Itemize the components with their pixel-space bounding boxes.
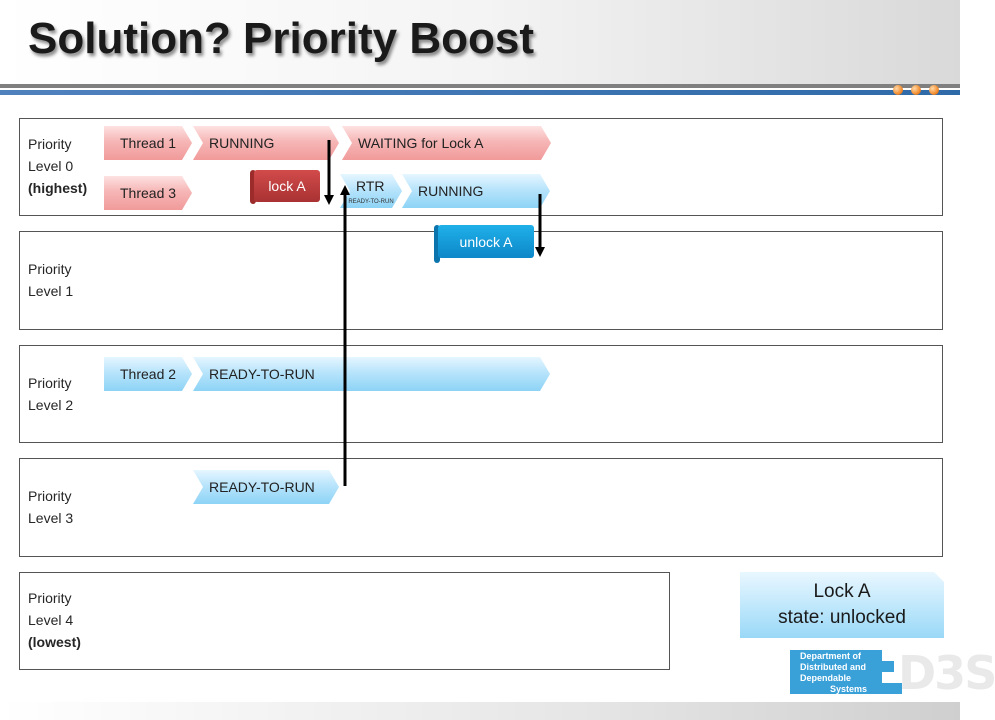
thread-1-waiting-label: WAITING for Lock A [358, 135, 484, 151]
level-label-line: Level 0 [28, 158, 74, 174]
thread-3-running-chevron: RUNNING [402, 174, 550, 208]
thread-3-running-label: RUNNING [418, 183, 484, 199]
logo-band [790, 683, 902, 694]
arrows-layer [324, 140, 545, 486]
rtr-sublabel: READY-TO-RUN [348, 199, 394, 205]
thread-3-rtr-chevron: RTR READY-TO-RUN [340, 174, 402, 208]
thread-1-running-chevron: RUNNING [193, 126, 339, 160]
department-logo: Department of Distributed and Dependable… [790, 648, 995, 698]
thread-2-chevron: Thread 2 [104, 357, 192, 391]
rtr-label: RTR [356, 178, 385, 194]
priority-level-4-box [19, 572, 670, 670]
thread-1-chevron: Thread 1 [104, 126, 192, 160]
lock-a-tag: lock A [254, 170, 320, 202]
lock-a-label: lock A [268, 178, 306, 194]
thread-1-running-label: RUNNING [209, 135, 275, 151]
priority-level-4-label: Priority Level 4 (lowest) [28, 587, 81, 653]
unlock-tag-curl [434, 225, 440, 263]
level-label-line: Priority [28, 136, 72, 152]
level-label-line: Level 1 [28, 283, 74, 299]
logo-band [790, 661, 894, 672]
lock-state-box: Lock A state: unlocked [740, 572, 944, 638]
lock-state-title: Lock A [813, 581, 871, 602]
logo-band [790, 650, 882, 661]
level-label-line: Level 4 [28, 612, 74, 628]
footer-bar [0, 702, 960, 720]
logo-line: Dependable [800, 673, 852, 683]
logo-text: Department of Distributed and Dependable… [790, 648, 902, 698]
thread-2-ready-label: READY-TO-RUN [209, 366, 315, 382]
title-divider [0, 84, 960, 88]
thread-1-label: Thread 1 [120, 135, 177, 151]
level-label-line: Priority [28, 488, 72, 504]
priority-level-1-label: Priority Level 1 [28, 258, 73, 302]
thread-2-ready-chevron: READY-TO-RUN [193, 357, 550, 391]
dot-icon [929, 85, 939, 95]
level-3-ready-chevron: READY-TO-RUN [193, 470, 339, 504]
dot-icon [911, 85, 921, 95]
priority-level-0-label: Priority Level 0 (highest) [28, 133, 87, 199]
lock-state-value: state: unlocked [778, 607, 906, 628]
priority-level-3-box [19, 458, 943, 557]
slide-title: Solution? Priority Boost [28, 14, 534, 63]
level-label-qualifier: (highest) [28, 180, 88, 196]
priority-level-3-label: Priority Level 3 [28, 485, 73, 529]
title-background [0, 0, 960, 86]
thread-1-waiting-chevron: WAITING for Lock A [342, 126, 551, 160]
unlock-a-label: unlock A [459, 233, 513, 250]
lock-tag-curl [250, 170, 256, 204]
logo-line: Distributed and [800, 662, 867, 672]
level-label-line: Priority [28, 261, 72, 277]
thread-3-label: Thread 3 [120, 185, 177, 201]
thread-2-label: Thread 2 [120, 366, 177, 382]
level-3-ready-label: READY-TO-RUN [209, 479, 315, 495]
level-label-qualifier: (lowest) [28, 634, 81, 650]
level-label-line: Level 2 [28, 397, 74, 413]
logo-mark: D3S [898, 646, 995, 700]
level-label-line: Priority [28, 590, 72, 606]
logo-band [790, 672, 882, 683]
thread-3-chevron: Thread 3 [104, 176, 192, 210]
priority-level-2-label: Priority Level 2 [28, 372, 73, 416]
level-label-line: Level 3 [28, 510, 74, 526]
unlock-a-tag: unlock A [438, 225, 534, 258]
level-label-line: Priority [28, 375, 72, 391]
logo-line: Systems [830, 684, 868, 694]
title-accent-bar [0, 90, 960, 95]
dot-icon [893, 85, 903, 95]
logo-line: Department of [800, 651, 862, 661]
